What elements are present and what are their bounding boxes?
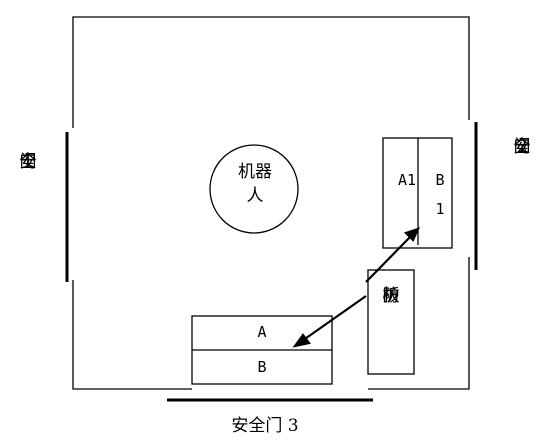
guard-plate-char-1: 防 — [382, 286, 400, 306]
guard-plate-char-3: 板 — [382, 286, 400, 306]
robot-label-line2: 人 — [246, 186, 264, 206]
arrow-line-to-a — [301, 295, 367, 342]
robot-circle — [209, 144, 299, 234]
arrow-head-to-a1 — [403, 227, 421, 242]
enclosure-walls — [72, 16, 470, 390]
station-a-label: A — [257, 323, 267, 341]
enclosure-left-bottom-wall — [72, 280, 192, 390]
safety-door-1-char-3: 门 — [19, 152, 37, 172]
arrow-head-to-a — [292, 333, 311, 348]
station-a1b1 — [382, 137, 453, 249]
safety-door-2-char-3: 门 — [513, 137, 531, 157]
enclosure-top-wall — [72, 16, 470, 128]
guard-plate-box — [367, 269, 415, 375]
guard-plate-char-2: 护 — [382, 286, 400, 306]
safety-door-1-char-1: 安 — [19, 152, 37, 172]
safety-door-2-char-1: 安 — [513, 137, 531, 157]
station-b1-one-label: 1 — [435, 200, 445, 218]
safety-door-1-char-2: 全 — [19, 152, 37, 172]
safety-door-3-label: 安全门 3 — [231, 416, 299, 436]
station-a1-label: A1 — [397, 171, 417, 189]
arrow-line-to-a1 — [365, 234, 413, 283]
guard-plate-arrows — [292, 227, 421, 348]
enclosure-right-bottom-wall — [368, 257, 470, 390]
robot-label-line1: 机器 — [238, 162, 272, 182]
safety-door-2-char-2: 全 — [513, 137, 531, 157]
safety-door-2-number: 2 — [516, 137, 528, 157]
station-b1-b-label: B — [435, 171, 445, 189]
safety-door-1-number: 1 — [22, 152, 34, 172]
station-b-label: B — [257, 358, 267, 376]
station-ab — [191, 315, 333, 385]
